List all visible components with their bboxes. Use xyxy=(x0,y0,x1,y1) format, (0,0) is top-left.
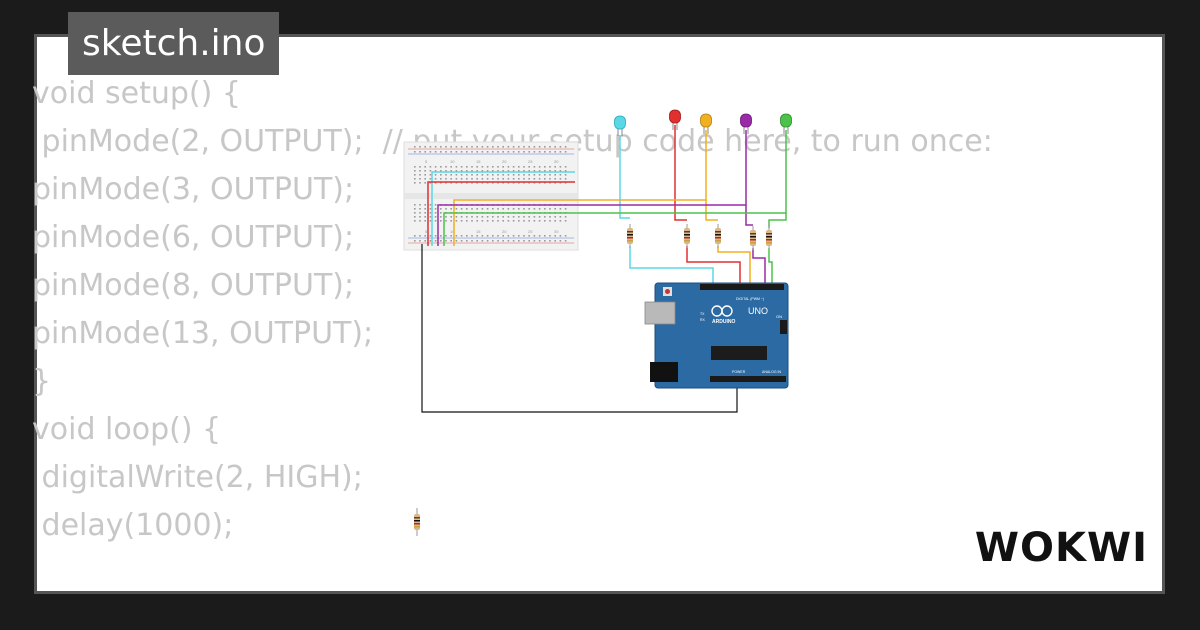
microcontroller-chip xyxy=(711,346,767,360)
wire-cyan[interactable] xyxy=(431,171,575,246)
code-line: pinMode(3, OUTPUT); xyxy=(32,172,355,207)
breadboard-number: 5 xyxy=(425,229,428,234)
wire-purple[interactable] xyxy=(752,248,766,287)
power-jack xyxy=(650,362,678,382)
on-label: ON xyxy=(776,314,782,319)
resistor[interactable] xyxy=(766,226,772,250)
wire-red[interactable] xyxy=(674,125,687,221)
wire-green[interactable] xyxy=(443,130,787,246)
code-line: void setup() { xyxy=(32,76,241,111)
board-brand: ARDUINO xyxy=(712,319,735,325)
wire-purple[interactable] xyxy=(745,205,753,226)
breadboard-number: 5 xyxy=(425,159,428,164)
breadboard-number: 10 xyxy=(450,159,455,164)
wire-yellow[interactable] xyxy=(705,200,718,221)
rx-label: RX xyxy=(700,318,706,322)
breadboard-number: 30 xyxy=(554,229,559,234)
wire-purple[interactable] xyxy=(437,130,747,246)
code-line: digitalWrite(2, HIGH); xyxy=(32,460,363,495)
code-line: } xyxy=(32,364,52,399)
wire-red[interactable] xyxy=(427,181,575,246)
breadboard-number: 25 xyxy=(528,159,533,164)
power-label: POWER xyxy=(732,370,746,374)
led-cyan[interactable] xyxy=(614,115,626,136)
digital-label: DIGITAL (PWM ~) xyxy=(736,297,764,301)
breadboard-number: 20 xyxy=(502,229,507,234)
tx-label: TX xyxy=(700,312,705,316)
wire-yellow[interactable] xyxy=(717,246,751,287)
icsp-header xyxy=(780,320,787,334)
sketch-title: sketch.ino xyxy=(68,12,280,75)
led-green[interactable] xyxy=(780,113,792,134)
wire-yellow[interactable] xyxy=(453,130,707,246)
wire-green[interactable] xyxy=(768,248,773,287)
wire-cyan[interactable] xyxy=(619,135,630,219)
wire-cyan[interactable] xyxy=(629,246,714,287)
resistor[interactable] xyxy=(750,226,756,250)
wire-ground[interactable] xyxy=(421,244,738,413)
resistor[interactable] xyxy=(684,224,690,248)
digital-header xyxy=(700,284,784,290)
usb-port xyxy=(644,301,676,325)
code-line: pinMode(8, OUTPUT); xyxy=(32,268,355,303)
wire-red[interactable] xyxy=(686,246,741,287)
code-line: void loop() { xyxy=(32,412,222,447)
code-line: pinMode(6, OUTPUT); xyxy=(32,220,355,255)
code-editor: void setup() { pinMode(2, OUTPUT); // pu… xyxy=(32,70,993,550)
breadboard-number: 20 xyxy=(502,159,507,164)
breadboard-number: 15 xyxy=(476,159,481,164)
code-line: delay(1000); xyxy=(32,508,234,543)
breadboard[interactable]: 5 10 15 20 25 30 5 10 15 20 25 30 xyxy=(403,141,579,251)
preview-card xyxy=(34,34,1165,594)
wire-green[interactable] xyxy=(768,213,787,228)
arduino-uno-board[interactable]: UNO ARDUINO DIGITAL (PWM ~) ANALOG IN PO… xyxy=(644,282,789,389)
breadboard-number: 25 xyxy=(528,229,533,234)
led-yellow[interactable] xyxy=(700,113,712,134)
breadboard-number: 30 xyxy=(554,159,559,164)
led-red[interactable] xyxy=(669,109,681,130)
resistor[interactable] xyxy=(414,508,420,536)
wokwi-logo: WOKWI xyxy=(974,525,1148,571)
led-purple[interactable] xyxy=(740,113,752,134)
breadboard-number: 10 xyxy=(450,229,455,234)
breadboard-number: 15 xyxy=(476,229,481,234)
analog-header xyxy=(710,376,786,382)
analog-label: ANALOG IN xyxy=(762,370,782,374)
resistor[interactable] xyxy=(715,224,721,248)
wires xyxy=(421,125,787,413)
code-line: pinMode(13, OUTPUT); xyxy=(32,316,374,351)
board-name: UNO xyxy=(748,306,768,316)
resistor[interactable] xyxy=(627,224,633,248)
